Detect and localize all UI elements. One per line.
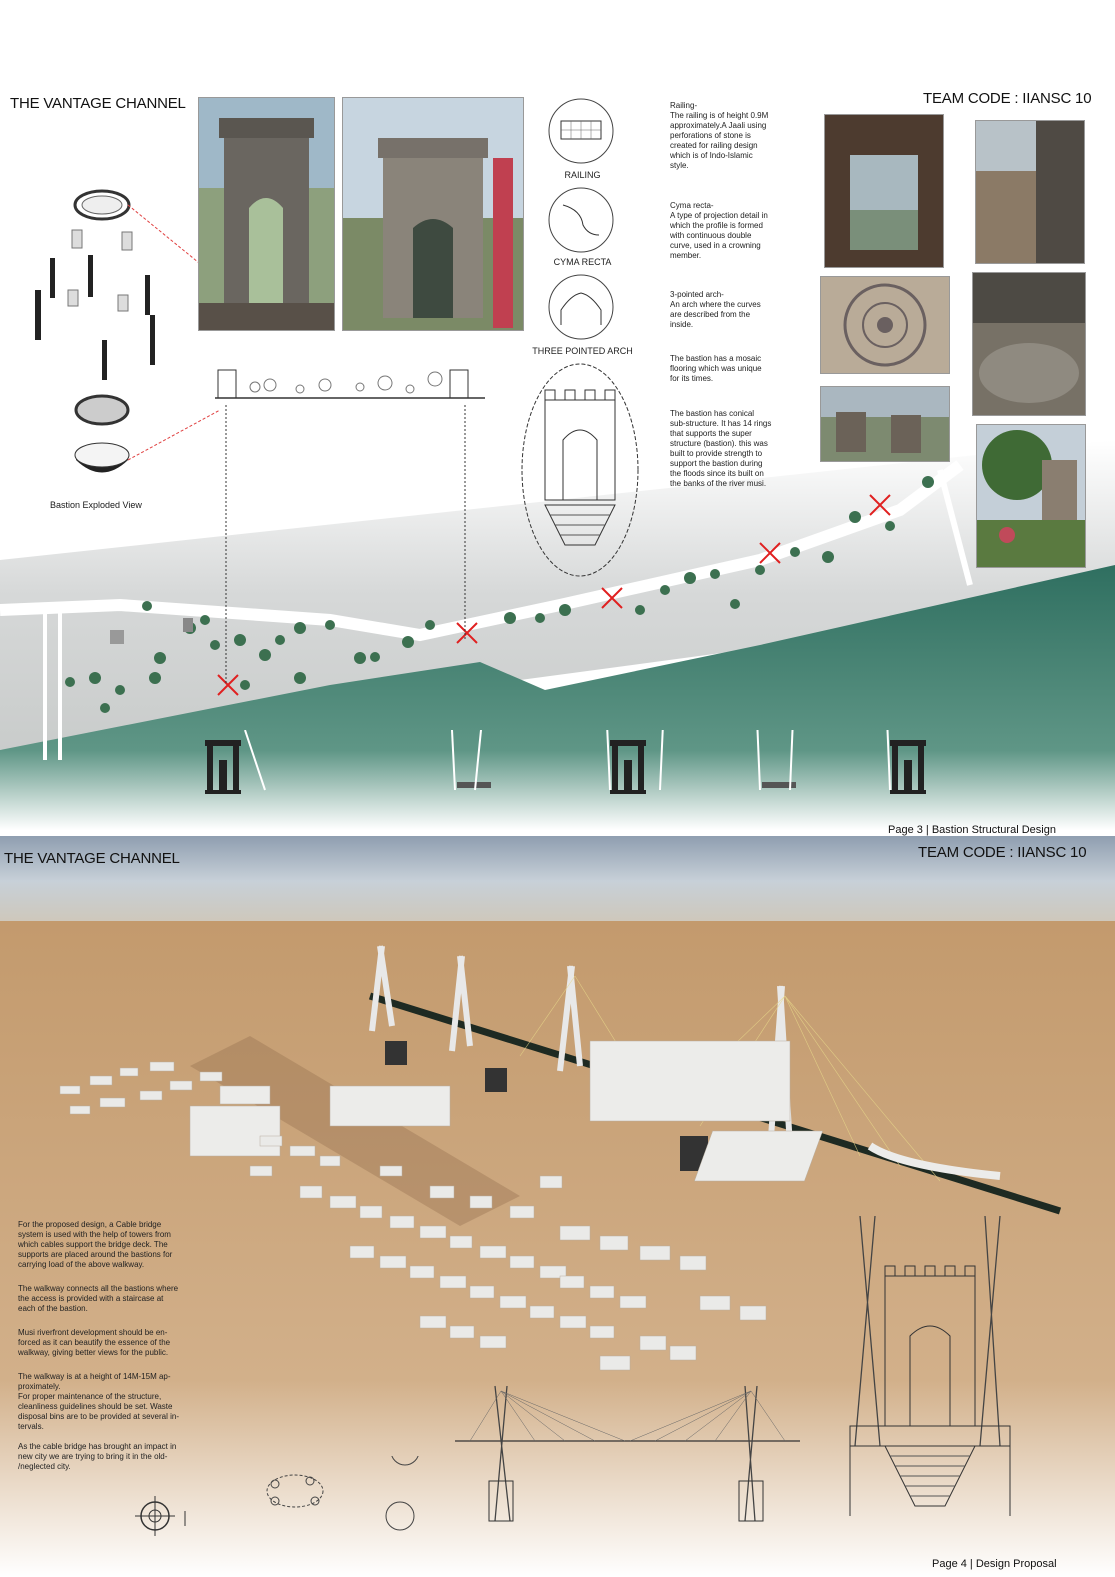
collage-photo-exterior-image [821, 387, 949, 461]
note-cyma-recta: Cyma recta- A type of projection detail … [670, 201, 768, 260]
proposal-para-2: The walkway connects all the bastions wh… [18, 1284, 179, 1313]
bastion-photo-2 [342, 97, 524, 331]
note-railing: Railing- The railing is of height 0.9M a… [670, 101, 769, 170]
walkway-elevation [215, 369, 485, 685]
detail-label-cyma-recta: CYMA RECTA [553, 257, 612, 267]
proposal-para-1: For the proposed design, a Cable bridge … [18, 1220, 173, 1269]
detail-label-railing: RAILING [564, 170, 601, 180]
collage-photo-window [824, 114, 944, 268]
page-3: THE VANTAGE CHANNEL TEAM CODE : IIANSC 1… [0, 90, 1115, 836]
collage-photo-floor [972, 272, 1086, 416]
note-pointed-arch: 3-pointed arch- An arch where the curves… [670, 290, 761, 329]
site-plan [0, 440, 1115, 830]
collage-photo-mosaic-image [821, 277, 949, 373]
page3-title: THE VANTAGE CHANNEL [10, 95, 186, 112]
sketch-plans [135, 1456, 419, 1536]
page4-title: THE VANTAGE CHANNEL [4, 850, 180, 867]
page-4: THE VANTAGE CHANNEL TEAM CODE : IIANSC 1… [0, 836, 1115, 1577]
proposal-para-5: As the cable bridge has brought an impac… [18, 1442, 177, 1471]
note-substructure: The bastion has conical sub-structure. I… [670, 409, 772, 488]
collage-photo-floor-image [973, 273, 1085, 415]
render-background [0, 836, 1115, 1577]
collage-photo-wall [975, 120, 1085, 264]
page3-footer: Page 3 | Bastion Structural Design [888, 824, 1056, 836]
collage-photo-mosaic [820, 276, 950, 374]
page3-team-code: TEAM CODE : IIANSC 10 [923, 90, 1092, 107]
proposal-para-4: The walkway is at a height of 14M-15M ap… [18, 1372, 179, 1431]
detail-label-arch: THREE POINTED ARCH [532, 346, 633, 356]
collage-photo-wall-image [976, 121, 1084, 263]
bastion-exploded-view [35, 189, 220, 473]
collage-photo-window-image [825, 115, 943, 267]
bastion-elevations [205, 730, 926, 794]
tree-markers [65, 476, 934, 713]
bastion-photo-1 [198, 97, 335, 331]
collage-photo-garden-image [977, 425, 1085, 567]
note-mosaic-flooring: The bastion has a mosaic flooring which … [670, 354, 762, 383]
collage-photo-exterior [820, 386, 950, 462]
bastion-photo-2-image [343, 98, 523, 330]
bastion-section-sketch [849, 1216, 1011, 1516]
bridge-elevation-sketch [455, 1385, 800, 1522]
bastion-elevation-sketch [521, 363, 639, 577]
collage-photo-garden [976, 424, 1086, 568]
page4-team-code: TEAM CODE : IIANSC 10 [918, 844, 1087, 861]
bastion-photo-1-image [199, 98, 334, 330]
proposal-para-3: Musi riverfront development should be en… [18, 1328, 171, 1357]
detail-sketches [548, 98, 614, 340]
page4-footer: Page 4 | Design Proposal [932, 1558, 1057, 1570]
exploded-view-label: Bastion Exploded View [50, 500, 142, 510]
